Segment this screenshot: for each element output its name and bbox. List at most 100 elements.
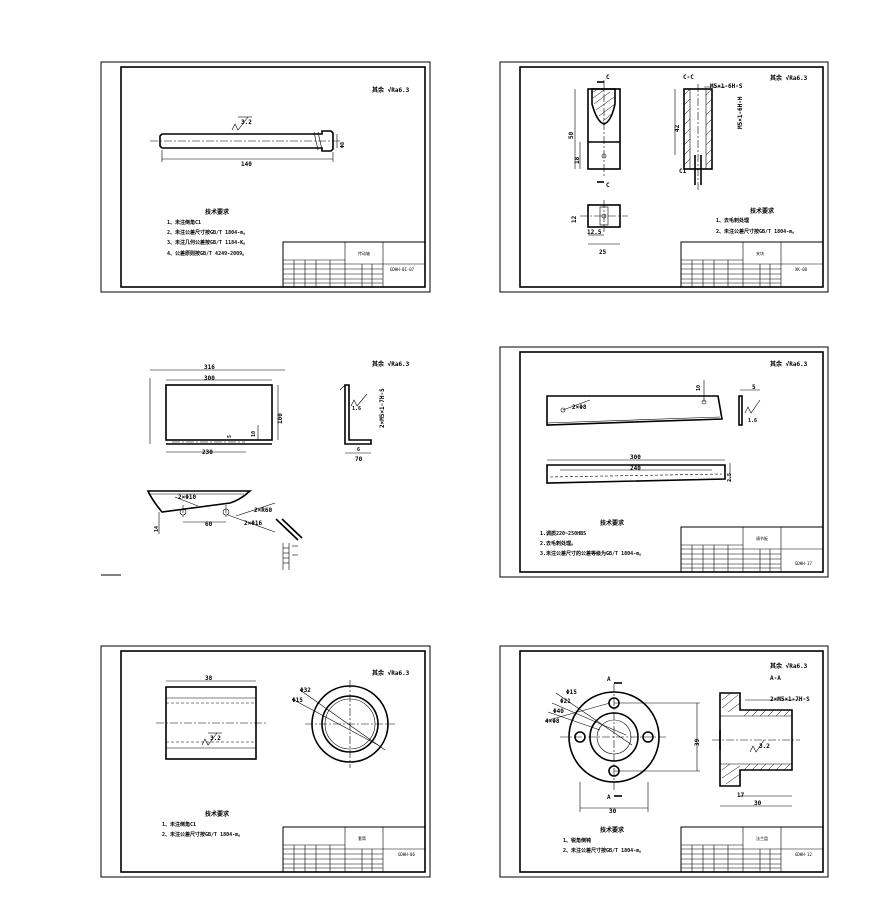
note-line: 1、锐角倒钝 xyxy=(563,837,591,844)
notes-title: 技术要求 xyxy=(600,826,625,834)
dim-h12: 12 xyxy=(571,215,578,223)
title-part-name: 法兰盘 xyxy=(756,835,768,841)
surface-finish-value: 3.2 xyxy=(759,743,770,750)
shaft-view: 3.2 140 Φ8 xyxy=(150,116,346,168)
dim-h10: 10 xyxy=(696,385,702,391)
sheet-outer-border xyxy=(499,61,829,293)
roughness-note: 其余 √Ra6.3 xyxy=(372,669,410,677)
sheet-block: 其余 √Ra6.3 C C 50 18 C-C xyxy=(499,61,829,293)
section-title: C-C xyxy=(683,74,694,81)
block-top-view: 12 12.5 25 xyxy=(571,200,628,256)
note-line: 3、未注几何公差按GB/T 1184-K。 xyxy=(167,239,248,246)
notes-title: 技术要求 xyxy=(600,519,625,527)
roughness-note: 其余 √Ra6.3 xyxy=(372,86,410,94)
dim-w25: 25 xyxy=(599,249,607,256)
dim-d10: 2×Φ10 xyxy=(178,494,196,501)
dim-w17: 17 xyxy=(737,792,745,799)
title-part-name: 调节板 xyxy=(756,535,768,541)
section-mark-top: A xyxy=(607,676,611,683)
dim-h50: 50 xyxy=(568,131,575,139)
sheet-outer-border xyxy=(499,645,829,878)
bracket-front-view: 316 300 100 10 5 230 xyxy=(149,364,285,456)
strip-front-view: 2×Φ8 10 xyxy=(546,380,723,426)
dim-h5: 5 xyxy=(227,435,233,438)
note-line: 2、未注公差尺寸按GB/T 1804-m。 xyxy=(563,847,644,854)
dim-holes: 2×Φ8 xyxy=(572,404,587,411)
dim-dia-label: Φ8 xyxy=(340,142,346,148)
sheet-bracket: 其余 √Ra6.3 316 300 100 10 5 230 1.6 2×M5×… xyxy=(101,360,410,576)
dim-h10: 10 xyxy=(251,431,257,437)
sheet-outer-border xyxy=(100,645,431,878)
title-part-code: GDHH-12 xyxy=(795,852,812,857)
dim-w38: 38 xyxy=(205,675,213,682)
sheet-outer-border xyxy=(499,346,829,578)
bracket-top-view: 2×Φ10 2×R60 2×Φ16 60 14 xyxy=(146,490,303,541)
dim-w60: 60 xyxy=(205,521,213,528)
sheet-shaft: 其余 √Ra6.3 3.2 140 Φ8 技术要求 1、未注倒角C1 2、未注公… xyxy=(100,61,431,293)
title-part-name: 夹块 xyxy=(756,250,764,256)
dim-d15: Φ15 xyxy=(566,689,577,696)
roughness-note: 其余 √Ra6.3 xyxy=(770,360,808,368)
roughness-note: 其余 √Ra6.3 xyxy=(372,360,410,368)
flange-section-view: 2×M5×1-7H-S 3.2 17 30 xyxy=(712,692,810,807)
title-block: 法兰盘 GDHH-12 xyxy=(680,826,824,873)
bracket-side-view: 1.6 2×M5×1-7H-S 6 70 xyxy=(339,384,386,463)
title-part-code: GDHH-06 xyxy=(398,852,415,857)
surface-finish-mark xyxy=(231,116,249,131)
dim-t6: 6 xyxy=(357,447,360,453)
dim-d40: Φ40 xyxy=(553,708,564,715)
dim-w30: 30 xyxy=(609,808,617,815)
dim-thread: 2×M5×1-7H-S xyxy=(379,388,386,428)
dim-holes: 4×Φ8 xyxy=(545,718,560,725)
section-mark-bottom: C xyxy=(606,182,610,189)
sheet-frame xyxy=(120,650,426,873)
note-line: 1、未注倒角C1 xyxy=(162,821,196,828)
dim-thread-side: M5×1-6H-H xyxy=(737,96,744,129)
dim-w125: 12.5 xyxy=(587,229,602,236)
dim-w300: 300 xyxy=(630,454,641,461)
surface-finish-value: 3.2 xyxy=(210,735,221,742)
block-section-view: C-C M5×1-6H-S M5×1-6H-H 42 C1 xyxy=(674,74,744,190)
section-mark-bottom: A xyxy=(607,794,611,801)
dim-h14: 14 xyxy=(154,526,160,532)
section-title: A-A xyxy=(770,675,781,682)
dim-w230: 230 xyxy=(202,449,213,456)
surface-finish-mark xyxy=(749,739,765,753)
note-line: 1.调质220~250HBS xyxy=(540,530,586,537)
section-mark-top: C xyxy=(606,74,610,81)
dim-h39: 39 xyxy=(694,738,701,746)
note-line: 4、公差原则按GB/T 4249-2009。 xyxy=(167,250,247,257)
note-line: 2、未注公差尺寸按GB/T 1804-m。 xyxy=(162,831,243,838)
dim-w316: 316 xyxy=(204,364,215,371)
sheet-strip: 其余 √Ra6.3 2×Φ8 10 5 1.6 300 240 2.5 xyxy=(499,346,829,578)
dim-w5: 5 xyxy=(752,384,756,391)
block-front-view: C C 50 18 xyxy=(568,74,621,189)
dim-c1: C1 xyxy=(679,168,687,175)
dim-r16: 1.6 xyxy=(352,406,361,412)
surface-finish-mark xyxy=(350,393,368,407)
note-line: 1、去毛刺处理 xyxy=(716,217,749,224)
roughness-note: 其余 √Ra6.3 xyxy=(770,74,808,82)
note-line: 2、未注公差尺寸按GB/T 1804-m。 xyxy=(716,228,797,235)
dim-w300: 300 xyxy=(204,375,215,382)
title-block: 传动轴 GDHH-01-07 xyxy=(282,241,426,288)
strip-end-view: 5 1.6 xyxy=(738,384,761,426)
sleeve-side-view: Φ32 Φ15 xyxy=(291,680,395,768)
dim-thread-top: M5×1-6H-S xyxy=(710,83,743,90)
dim-h18: 18 xyxy=(574,156,581,164)
title-part-code: XK-08 xyxy=(795,267,808,272)
dim-h100: 100 xyxy=(277,413,284,424)
surface-finish-mark xyxy=(201,732,218,746)
notes-title: 技术要求 xyxy=(205,810,230,818)
sheet-frame xyxy=(519,351,824,573)
dim-d21: Φ21 xyxy=(560,698,571,705)
note-line: 3.未注公差尺寸的公差等级为GB/T 1804-m。 xyxy=(540,550,644,557)
dim-h42: 42 xyxy=(674,124,681,132)
notes-title: 技术要求 xyxy=(750,207,775,215)
title-part-name: 套筒 xyxy=(358,835,366,841)
sheet-frame xyxy=(120,66,426,288)
sheet-outer-border xyxy=(100,61,431,293)
dim-d32: Φ32 xyxy=(300,687,311,694)
title-part-code: GDHH-01-07 xyxy=(390,267,415,272)
